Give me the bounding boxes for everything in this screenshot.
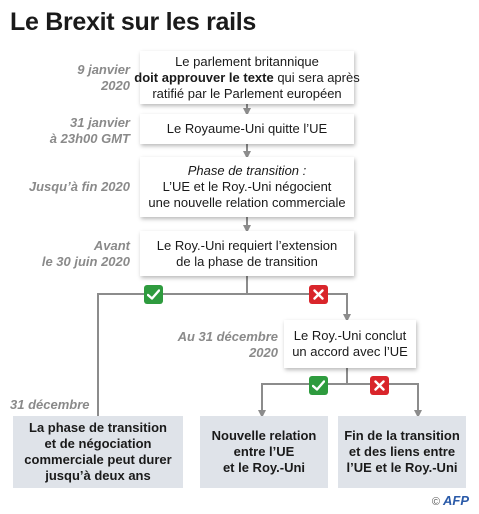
date-31-janvier: 31 janvier à 23h00 GMT bbox=[49, 115, 130, 146]
step-text-line: Le Roy.-Uni conclut bbox=[294, 328, 406, 344]
page-title: Le Brexit sur les rails bbox=[10, 8, 257, 36]
date-9-janvier: 9 janvier 2020 bbox=[77, 62, 130, 93]
date-30-juin: Avant le 30 juin 2020 bbox=[41, 238, 130, 269]
outcome-text-line: Fin de la transition bbox=[344, 428, 460, 443]
step-text-line: Le Roy.-Uni requiert l’extension bbox=[157, 238, 337, 254]
step-text-segment: Le Roy.-Uni requiert l’extension bbox=[156, 237, 338, 253]
outcome-text-line: et le Roy.-Uni bbox=[222, 460, 306, 475]
step-box-quit-eu: Le Royaume-Uni quitte l’UE bbox=[140, 114, 354, 144]
outcome-text-line: Nouvelle relation bbox=[211, 428, 317, 443]
date-31-decembre-2020: Au 31 décembre 2020 bbox=[177, 329, 278, 360]
outcome-text-line: commerciale peut durer bbox=[24, 452, 172, 467]
step-text-emphasis: doit approuver le texte bbox=[134, 69, 274, 85]
outcome-text-line: l’UE et le Roy.-Uni bbox=[346, 460, 458, 475]
step-text-line: ratifié par le Parlement européen bbox=[152, 86, 341, 102]
cross-icon bbox=[309, 285, 328, 304]
afp-credit: © AFP bbox=[431, 493, 469, 508]
step-text-line: Le parlement britannique bbox=[175, 54, 319, 70]
step-text-line: Phase de transition : bbox=[188, 163, 307, 179]
step-text-segment: Phase de transition : bbox=[187, 163, 307, 178]
step-text-line: un accord avec l’UE bbox=[292, 344, 408, 360]
step-text-segment: une nouvelle relation commerciale bbox=[148, 195, 346, 210]
step-text-segment: qui sera après bbox=[273, 69, 360, 85]
step-text-segment: Le Royaume-Uni quitte l’UE bbox=[166, 121, 328, 136]
step-text-line: Le Royaume-Uni quitte l’UE bbox=[167, 121, 327, 137]
step-text-line: une nouvelle relation commerciale bbox=[148, 195, 345, 211]
date-fin-2020: Jusqu’à fin 2020 bbox=[28, 179, 130, 194]
cross-icon bbox=[370, 376, 389, 395]
step-text-segment: Le parlement britannique bbox=[175, 53, 319, 69]
date-31-decembre: 31 décembre bbox=[10, 397, 90, 412]
step-text-segment: ratifié par le Parlement européen bbox=[152, 85, 342, 101]
outcome-text-line: La phase de transition bbox=[29, 420, 167, 435]
check-icon bbox=[309, 376, 328, 395]
outcome-text-line: et de négociation bbox=[44, 436, 152, 451]
step-text-segment: un accord avec l’UE bbox=[292, 344, 408, 359]
step-box-transition: Phase de transition :L’UE et le Roy.-Uni… bbox=[140, 157, 354, 217]
outcome-text-line: et des liens entre bbox=[348, 444, 456, 459]
outcome-text-line: jusqu’à deux ans bbox=[45, 468, 151, 483]
step-text-segment: de la phase de transition bbox=[176, 253, 318, 269]
step-text-line: doit approuver le texte qui sera après bbox=[134, 70, 359, 86]
step-text-line: L’UE et le Roy.-Uni négocient bbox=[163, 179, 332, 195]
branch-split-2 bbox=[261, 383, 422, 418]
step-text-line: de la phase de transition bbox=[176, 254, 318, 270]
check-icon bbox=[144, 285, 163, 304]
step-text-segment: L’UE et le Roy.-Uni négocient bbox=[162, 179, 332, 194]
outcome-text-line: entre l’UE bbox=[233, 444, 295, 459]
step-text-segment: Le Roy.-Uni conclut bbox=[293, 328, 407, 343]
branch-split bbox=[97, 293, 351, 416]
